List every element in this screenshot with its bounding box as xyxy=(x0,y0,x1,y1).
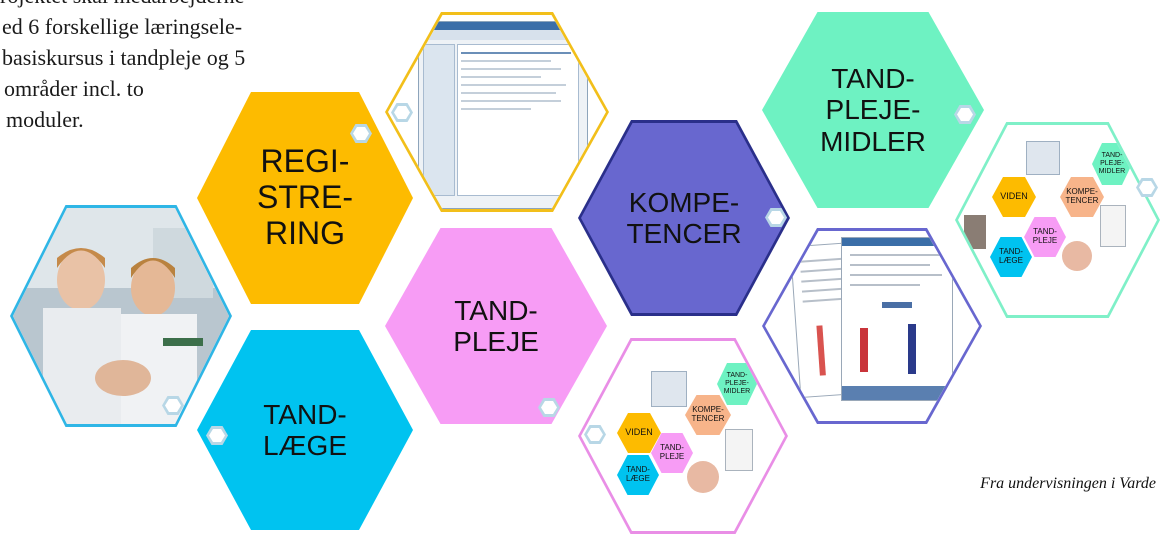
mini-tpm-3: MIDLER xyxy=(723,387,751,395)
mini-tpm-2: PLEJE- xyxy=(725,380,749,388)
mini-screenshot-thumb xyxy=(651,371,687,407)
kompetencer-line-2: TENCER xyxy=(626,218,742,249)
mini-tandlaege-2: LÆGE xyxy=(625,474,650,483)
intro-line: rojektet skal medarbejderne xyxy=(0,0,360,11)
caption: Fra undervisningen i Varde xyxy=(980,475,1156,492)
registrering-hexagon: REGI- STRE- RING xyxy=(197,92,413,304)
mini-viden-r: VIDEN xyxy=(1000,191,1028,202)
decorative-hex-icon xyxy=(350,124,372,143)
mini-tandpleje-r2: PLEJE xyxy=(1032,236,1058,245)
decorative-hex-icon xyxy=(391,103,413,122)
mini-tpm-r1: TAND- xyxy=(1101,152,1123,160)
intro-line: ed 6 forskellige læringsele- xyxy=(2,14,243,39)
intro-line: moduler. xyxy=(6,107,84,132)
kompetencer-line-1: KOMPE- xyxy=(628,186,740,218)
decorative-hex-icon xyxy=(538,398,560,417)
tandplejemidler-line-3: MIDLER xyxy=(820,125,926,157)
intro-line: områder incl. to xyxy=(4,76,144,101)
tandplejemidler-line-2: PLEJE- xyxy=(825,94,921,126)
document-page xyxy=(841,237,953,401)
tandpleje-hexagon: TAND- PLEJE xyxy=(385,228,607,424)
mini-tpm-r3: MIDLER xyxy=(1098,167,1126,175)
mini-tandpleje-r1: TAND- xyxy=(1033,227,1057,237)
mini-tandpleje-2: PLEJE xyxy=(659,452,685,461)
tandlaege-hexagon: TAND- LÆGE xyxy=(197,330,413,530)
tandlaege-line-2: LÆGE xyxy=(262,430,348,461)
mini-tpm-r2: PLEJE- xyxy=(1100,160,1124,168)
decorative-hex-icon xyxy=(584,425,606,444)
mini-kompetencer-2: TENCER xyxy=(691,414,725,423)
registrering-line-3: RING xyxy=(265,214,345,251)
kompetencer-hexagon: KOMPE- TENCER xyxy=(578,120,790,316)
software-screenshot-hexagon xyxy=(385,12,609,212)
decorative-hex-icon xyxy=(206,426,228,445)
mini-photo-thumb xyxy=(687,461,719,493)
mini-tandlaege-r1: TAND- xyxy=(999,247,1023,257)
mini-doc-thumb xyxy=(725,429,753,471)
mini-tandpleje-1: TAND- xyxy=(660,443,684,453)
mini-doc-thumb xyxy=(1100,205,1126,247)
tandlaege-line-1: TAND- xyxy=(263,398,347,430)
decorative-hex-icon xyxy=(954,105,976,124)
mini-tpm-1: TAND- xyxy=(726,372,748,380)
mini-viden: VIDEN xyxy=(625,427,653,438)
mini-diagram-hexagon-right: VIDEN KOMPE-TENCER TAND-PLEJE-MIDLER TAN… xyxy=(955,122,1160,318)
decorative-hex-icon xyxy=(1136,178,1158,197)
registrering-line-2: STRE- xyxy=(257,179,353,216)
software-screenshot xyxy=(418,21,588,209)
staff-photo-hexagon xyxy=(10,205,232,427)
mini-diagram-hexagon-bottom: VIDEN KOMPE-TENCER TAND-PLEJE-MIDLER TAN… xyxy=(578,338,788,534)
decorative-hex-icon xyxy=(765,208,787,227)
mini-tandlaege-r2: LÆGE xyxy=(998,256,1023,265)
mini-photo-thumb xyxy=(1062,241,1092,271)
intro-text: rojektet skal medarbejderne ed 6 forskel… xyxy=(0,0,360,135)
mini-kompetencer-1: KOMPE- xyxy=(692,405,724,415)
intro-line: basiskursus i tandpleje og 5 xyxy=(2,45,246,70)
mini-staff-thumb xyxy=(964,215,986,249)
decorative-hex-icon xyxy=(162,396,184,415)
registrering-line-1: REGI- xyxy=(260,143,350,180)
mini-kompetencer-r2: TENCER xyxy=(1065,196,1099,205)
documents-hexagon xyxy=(762,228,982,424)
mini-tandlaege-1: TAND- xyxy=(626,465,650,475)
tandplejemidler-hexagon: TAND- PLEJE- MIDLER xyxy=(762,12,984,208)
mini-screenshot-thumb xyxy=(1026,141,1060,175)
mini-kompetencer-r1: KOMPE- xyxy=(1066,187,1098,197)
tandpleje-line-2: PLEJE xyxy=(453,326,539,357)
tandpleje-line-1: TAND- xyxy=(454,294,538,326)
tandplejemidler-line-1: TAND- xyxy=(831,62,915,94)
